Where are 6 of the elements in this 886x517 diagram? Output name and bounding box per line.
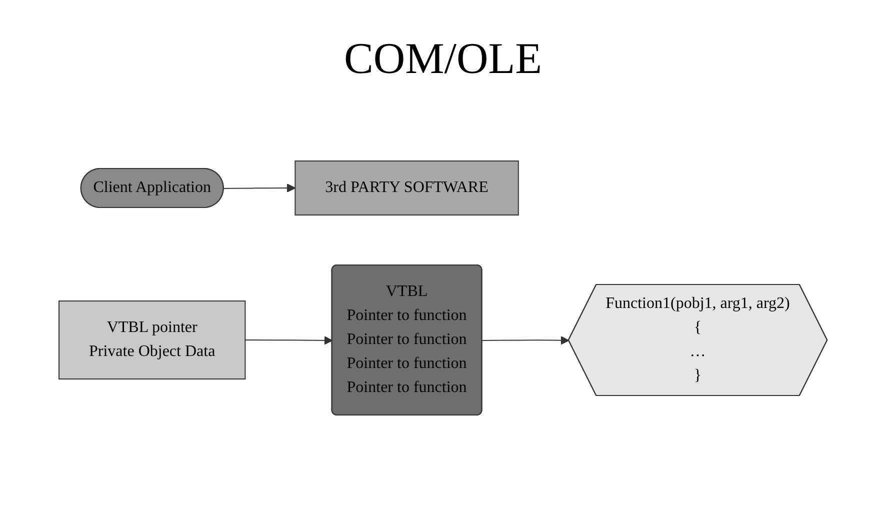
node-box: VTBL pointer Private Object Data <box>58 300 246 380</box>
group-label: COM/OLE <box>344 34 542 83</box>
arrow <box>482 336 570 345</box>
arrow <box>223 184 296 192</box>
arrow <box>244 336 333 345</box>
node-box: 3rd PARTY SOFTWARE <box>294 160 519 216</box>
